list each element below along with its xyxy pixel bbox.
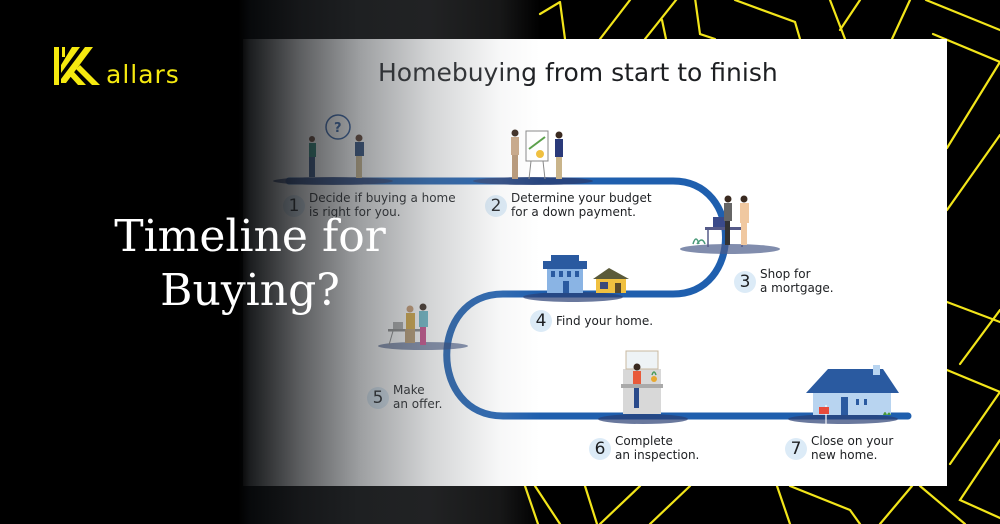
step-text-line1: Close on your — [811, 434, 894, 448]
budget-chart-presentation-icon — [511, 129, 563, 180]
k-monogram-icon — [54, 47, 100, 85]
step-number-badge: 6 — [589, 438, 611, 460]
step-number-badge: 4 — [530, 310, 552, 332]
step-text-line1: Complete — [615, 434, 673, 448]
step-text-line2: a mortgage. — [760, 281, 834, 295]
step-text-line2: for a down payment. — [511, 205, 636, 219]
infographic-title: Homebuying from start to finish — [378, 58, 778, 87]
step-text-line2: new home. — [811, 448, 878, 462]
two-houses-icon — [543, 255, 629, 293]
step-text-line1: Determine your budget — [511, 191, 652, 205]
step-text-line2: an offer. — [393, 397, 443, 411]
step-text-line1: Shop for — [760, 267, 811, 281]
step-number-badge: 7 — [785, 438, 807, 460]
handshake-desk-icon — [692, 195, 749, 247]
step-text-line1: Make — [393, 383, 425, 397]
step-text-line2: an inspection. — [615, 448, 700, 462]
step-text-line1: Decide if buying a home — [309, 191, 456, 205]
step-4: 4 Find your home. — [530, 310, 653, 332]
step-number-badge: 2 — [485, 195, 507, 217]
person-at-counter-icon — [621, 350, 663, 414]
brand-name: allars — [106, 60, 180, 89]
step-number-badge: 5 — [367, 387, 389, 409]
kallars-logo[interactable]: allars — [52, 47, 180, 89]
hero-line-1: Timeline for — [114, 211, 386, 262]
two-people-question-icon: ? — [309, 114, 364, 178]
step-text-line1: Find your home. — [556, 314, 654, 328]
hero-line-2: Buying? — [160, 265, 340, 316]
svg-text:?: ? — [334, 121, 342, 136]
step-number-badge: 3 — [734, 271, 756, 293]
hero-headline: Timeline for Buying? — [100, 210, 400, 318]
